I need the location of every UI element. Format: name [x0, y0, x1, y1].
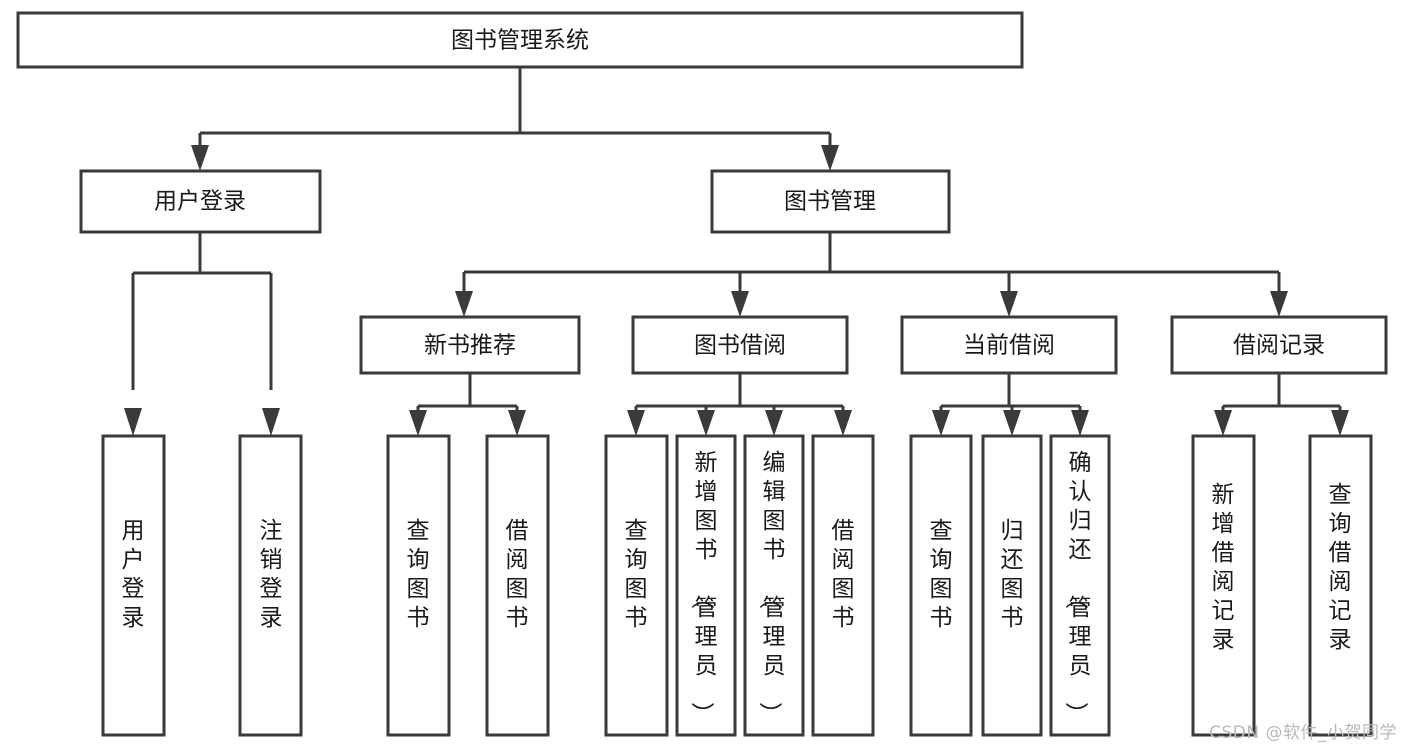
node-leaf-logout-box[interactable] [238, 434, 303, 737]
node-leaf-add-record[interactable]: 新增借阅记录 [1191, 434, 1256, 737]
node-leaf-add-record-label: 新增借阅记录 [1212, 482, 1235, 653]
node-leaf-borrow-book-2-label: 借阅图书 [832, 518, 855, 631]
node-leaf-add-book-box[interactable] [675, 434, 737, 737]
node-user-login[interactable]: 用户登录 [79, 169, 322, 234]
node-leaf-logout-label: 注销登录 [260, 518, 283, 631]
node-leaf-borrow-book-2-box[interactable] [811, 434, 875, 737]
arrowhead-leaf-borrow-book-1 [508, 410, 526, 436]
node-leaf-user-login-label: 用户登录 [122, 518, 145, 631]
arrowhead-leaf-logout [262, 408, 280, 436]
node-leaf-borrow-book-1-box[interactable] [485, 434, 550, 737]
leaf-node-layer: 用户登录 注销登录 查询图书 借阅图书 查询图书 新增图书（管理员） [101, 434, 1373, 737]
node-leaf-return-book[interactable]: 归还图书 [981, 434, 1043, 737]
node-book-manage-label: 图书管理 [784, 189, 876, 215]
node-leaf-query-book-1-label: 查询图书 [407, 518, 430, 631]
node-leaf-return-book-label: 归还图书 [1001, 518, 1024, 631]
node-new-book-recommend-label: 新书推荐 [424, 333, 516, 359]
node-book-borrow-box[interactable] [631, 315, 849, 375]
node-leaf-edit-book[interactable]: 编辑图书（管理员） [743, 434, 805, 737]
arrowhead-current-borrow [1000, 291, 1018, 317]
node-leaf-query-book-2-label: 查询图书 [625, 518, 648, 631]
node-leaf-edit-book-label: 编辑图书（管理员） [757, 450, 786, 725]
arrowhead-book-borrow [731, 291, 749, 317]
node-leaf-edit-book-box[interactable] [743, 434, 805, 737]
arrowhead-book-manage [821, 145, 839, 171]
node-leaf-add-book[interactable]: 新增图书（管理员） [675, 434, 737, 737]
arrowhead-borrow-record [1270, 291, 1288, 317]
arrowhead-leaf-add-book [697, 410, 715, 436]
node-leaf-confirm-return[interactable]: 确认归还（管理员） [1049, 434, 1111, 737]
node-leaf-query-record[interactable]: 查询借阅记录 [1308, 434, 1373, 737]
node-new-book-recommend-box[interactable] [359, 315, 581, 375]
node-leaf-query-book-2-box[interactable] [604, 434, 669, 737]
arrowhead-leaf-user-login [124, 408, 142, 436]
node-leaf-query-book-2[interactable]: 查询图书 [604, 434, 669, 737]
arrowhead-leaf-query-book-1 [409, 410, 427, 436]
arrowhead-leaf-query-book-3 [932, 410, 950, 436]
node-leaf-query-book-3[interactable]: 查询图书 [909, 434, 973, 737]
node-leaf-query-book-3-box[interactable] [909, 434, 973, 737]
node-root-box[interactable] [16, 11, 1024, 69]
node-leaf-borrow-book-1[interactable]: 借阅图书 [485, 434, 550, 737]
node-leaf-borrow-book-1-label: 借阅图书 [506, 518, 529, 631]
arrowhead-leaf-borrow-book-2 [834, 410, 852, 436]
node-book-borrow[interactable]: 图书借阅 [631, 315, 849, 375]
node-book-manage[interactable]: 图书管理 [710, 169, 951, 234]
node-leaf-confirm-return-box[interactable] [1049, 434, 1111, 737]
node-root-label: 图书管理系统 [451, 28, 589, 54]
node-current-borrow-box[interactable] [900, 315, 1118, 375]
node-leaf-add-record-box[interactable] [1191, 434, 1256, 737]
node-leaf-user-login-box[interactable] [101, 434, 166, 737]
connector-layer [124, 67, 1349, 436]
node-user-login-box[interactable] [79, 169, 322, 234]
node-leaf-user-login[interactable]: 用户登录 [101, 434, 166, 737]
arrowhead-leaf-query-book-2 [627, 410, 645, 436]
node-current-borrow-label: 当前借阅 [963, 333, 1055, 359]
node-leaf-query-book-1-box[interactable] [386, 434, 451, 737]
arrowhead-leaf-add-record [1214, 410, 1232, 436]
node-leaf-logout[interactable]: 注销登录 [238, 434, 303, 737]
node-leaf-confirm-return-label: 确认归还（管理员） [1063, 450, 1092, 725]
arrowhead-leaf-edit-book [765, 410, 783, 436]
node-new-book-recommend[interactable]: 新书推荐 [359, 315, 581, 375]
node-leaf-query-book-1[interactable]: 查询图书 [386, 434, 451, 737]
node-leaf-query-record-box[interactable] [1308, 434, 1373, 737]
node-current-borrow[interactable]: 当前借阅 [900, 315, 1118, 375]
node-borrow-record[interactable]: 借阅记录 [1170, 315, 1388, 375]
arrowhead-new-book-recommend [455, 291, 473, 317]
node-leaf-query-book-3-label: 查询图书 [930, 518, 953, 631]
arrowhead-leaf-confirm-return [1071, 410, 1089, 436]
node-leaf-query-record-label: 查询借阅记录 [1329, 482, 1352, 653]
arrowhead-leaf-return-book [1003, 410, 1021, 436]
node-book-manage-box[interactable] [710, 169, 951, 234]
arrowhead-user-login [191, 145, 209, 171]
node-root[interactable]: 图书管理系统 [16, 11, 1024, 69]
node-book-borrow-label: 图书借阅 [694, 333, 786, 359]
node-borrow-record-label: 借阅记录 [1233, 333, 1325, 359]
node-leaf-return-book-box[interactable] [981, 434, 1043, 737]
node-user-login-label: 用户登录 [154, 189, 246, 215]
node-leaf-add-book-label: 新增图书（管理员） [689, 450, 718, 725]
node-leaf-borrow-book-2[interactable]: 借阅图书 [811, 434, 875, 737]
arrowhead-leaf-query-record [1331, 410, 1349, 436]
node-borrow-record-box[interactable] [1170, 315, 1388, 375]
